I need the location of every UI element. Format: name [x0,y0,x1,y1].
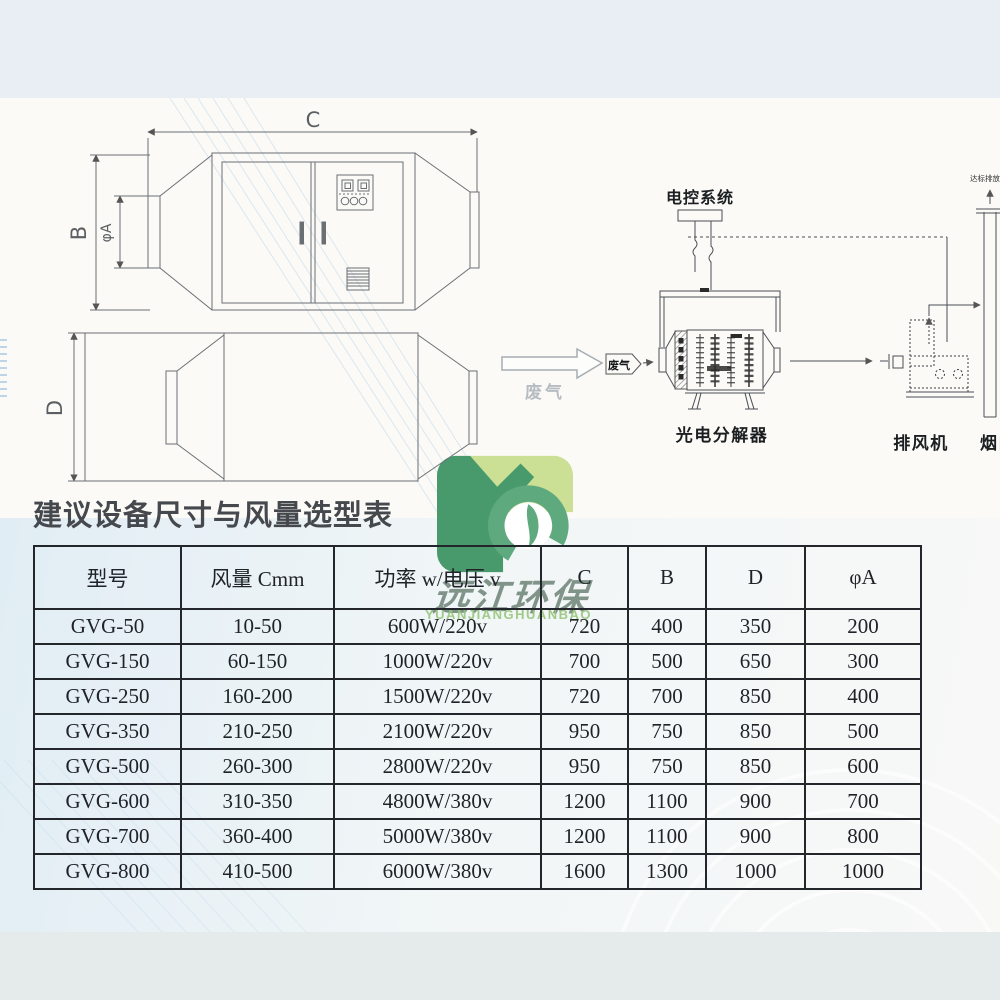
table-cell: 350 [705,608,806,645]
table-cell: GVG-600 [33,783,182,820]
discharge-label: 达标排放 [970,173,1000,183]
table-cell: GVG-700 [33,818,182,855]
table-cell: 720 [540,608,629,645]
table-cell: 700 [627,678,707,715]
table-cell: 720 [540,678,629,715]
table-cell: GVG-50 [33,608,182,645]
column-header-4: B [627,545,707,610]
table-cell: 400 [627,608,707,645]
table-cell: GVG-150 [33,643,182,680]
table-cell: 1500W/220v [333,678,542,715]
table-cell: 650 [705,643,806,680]
table-cell: 400 [804,678,922,715]
table-cell: 950 [540,713,629,750]
table-cell: 60-150 [180,643,335,680]
top-band [0,0,1000,98]
table-cell: 6000W/380v [333,853,542,890]
filter-label-marks [678,338,684,380]
chimney-label: 烟囱 [980,433,1000,454]
decomposer-label: 光电分解器 [675,425,769,446]
table-cell: 260-300 [180,748,335,785]
table-cell: 1300 [627,853,707,890]
control-system-label: 电控系统 [666,188,734,207]
top-view-drawing [68,332,478,482]
dim-label-phi-a: φA [99,223,115,242]
control-panel-detail [336,174,374,211]
waste-gas-tag-label: 废气 [608,358,630,372]
table-cell: 310-350 [180,783,335,820]
table-cell: 10-50 [180,608,335,645]
table-cell: 1000 [705,853,806,890]
vent-grille [346,267,370,291]
table-cell: 500 [804,713,922,750]
column-header-5: D [705,545,806,610]
table-cell: 1600 [540,853,629,890]
table-cell: 5000W/380v [333,818,542,855]
front-view-drawing [90,128,480,311]
column-header-3: C [540,545,629,610]
dim-label-c: C [306,108,321,132]
table-cell: 2800W/220v [333,748,542,785]
table-cell: 2100W/220v [333,713,542,750]
table-title: 建议设备尺寸与风量选型表 [33,500,394,532]
table-cell: 300 [804,643,922,680]
column-header-1: 风量 Cmm [180,545,335,610]
table-cell: GVG-500 [33,748,182,785]
table-cell: 950 [540,748,629,785]
bottom-band [0,932,1000,1000]
column-header-2: 功率 w/电压 v [333,545,542,610]
table-cell: 1000W/220v [333,643,542,680]
table-cell: 500 [627,643,707,680]
table-cell: 850 [705,748,806,785]
dim-label-b: B [67,226,91,240]
table-cell: GVG-800 [33,853,182,890]
table-cell: 210-250 [180,713,335,750]
table-cell: 750 [627,713,707,750]
table-cell: 800 [804,818,922,855]
table-cell: 1200 [540,783,629,820]
table-cell: 1000 [804,853,922,890]
waste-gas-ghost-label: 废气 [525,382,565,403]
table-cell: 900 [705,783,806,820]
table-cell: 1100 [627,818,707,855]
dim-label-d: D [43,400,67,416]
table-cell: 700 [540,643,629,680]
uv-lamp-array [696,334,754,387]
table-cell: 600W/220v [333,608,542,645]
table-cell: 850 [705,678,806,715]
table-cell: 4800W/380v [333,783,542,820]
column-header-6: φA [804,545,922,610]
table-cell: 850 [705,713,806,750]
table-cell: 160-200 [180,678,335,715]
table-cell: 750 [627,748,707,785]
chimney-drawing [976,189,1000,418]
table-cell: GVG-350 [33,713,182,750]
table-cell: 1100 [627,783,707,820]
table-cell: GVG-250 [33,678,182,715]
column-header-0: 型号 [33,545,182,610]
fan-label: 排风机 [893,433,949,454]
table-cell: 600 [804,748,922,785]
table-cell: 200 [804,608,922,645]
table-cell: 700 [804,783,922,820]
table-cell: 1200 [540,818,629,855]
exhaust-fan-drawing [909,317,969,393]
table-cell: 410-500 [180,853,335,890]
flow-diagram [501,189,1000,418]
table-cell: 360-400 [180,818,335,855]
table-cell: 900 [705,818,806,855]
